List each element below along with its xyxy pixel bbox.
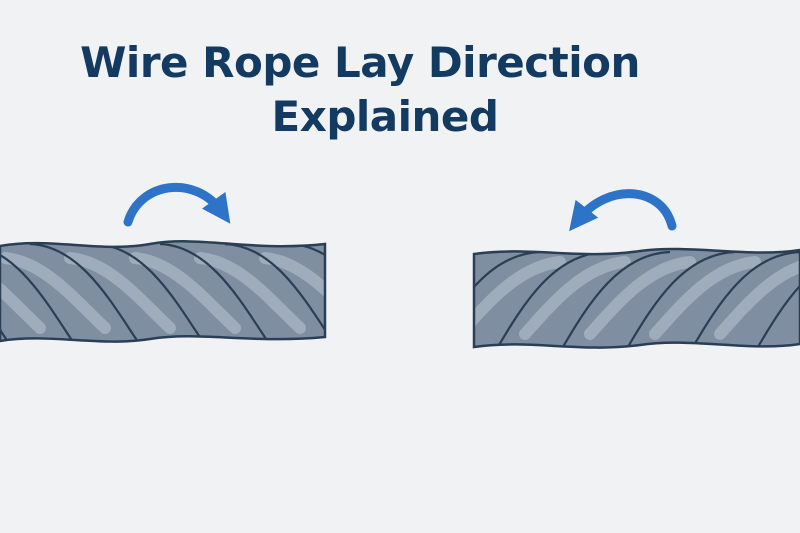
- left-rope-strands: [0, 242, 325, 342]
- clockwise-arrow-icon: [123, 182, 231, 227]
- page-title: Wire Rope Lay Direction Explained: [60, 36, 660, 144]
- title-line-1: Wire Rope Lay Direction: [80, 38, 640, 87]
- right-rope: [472, 247, 800, 349]
- counterclockwise-arrow-icon: [569, 189, 677, 232]
- title-line-2: Explained: [271, 92, 499, 141]
- left-rope: [0, 240, 327, 343]
